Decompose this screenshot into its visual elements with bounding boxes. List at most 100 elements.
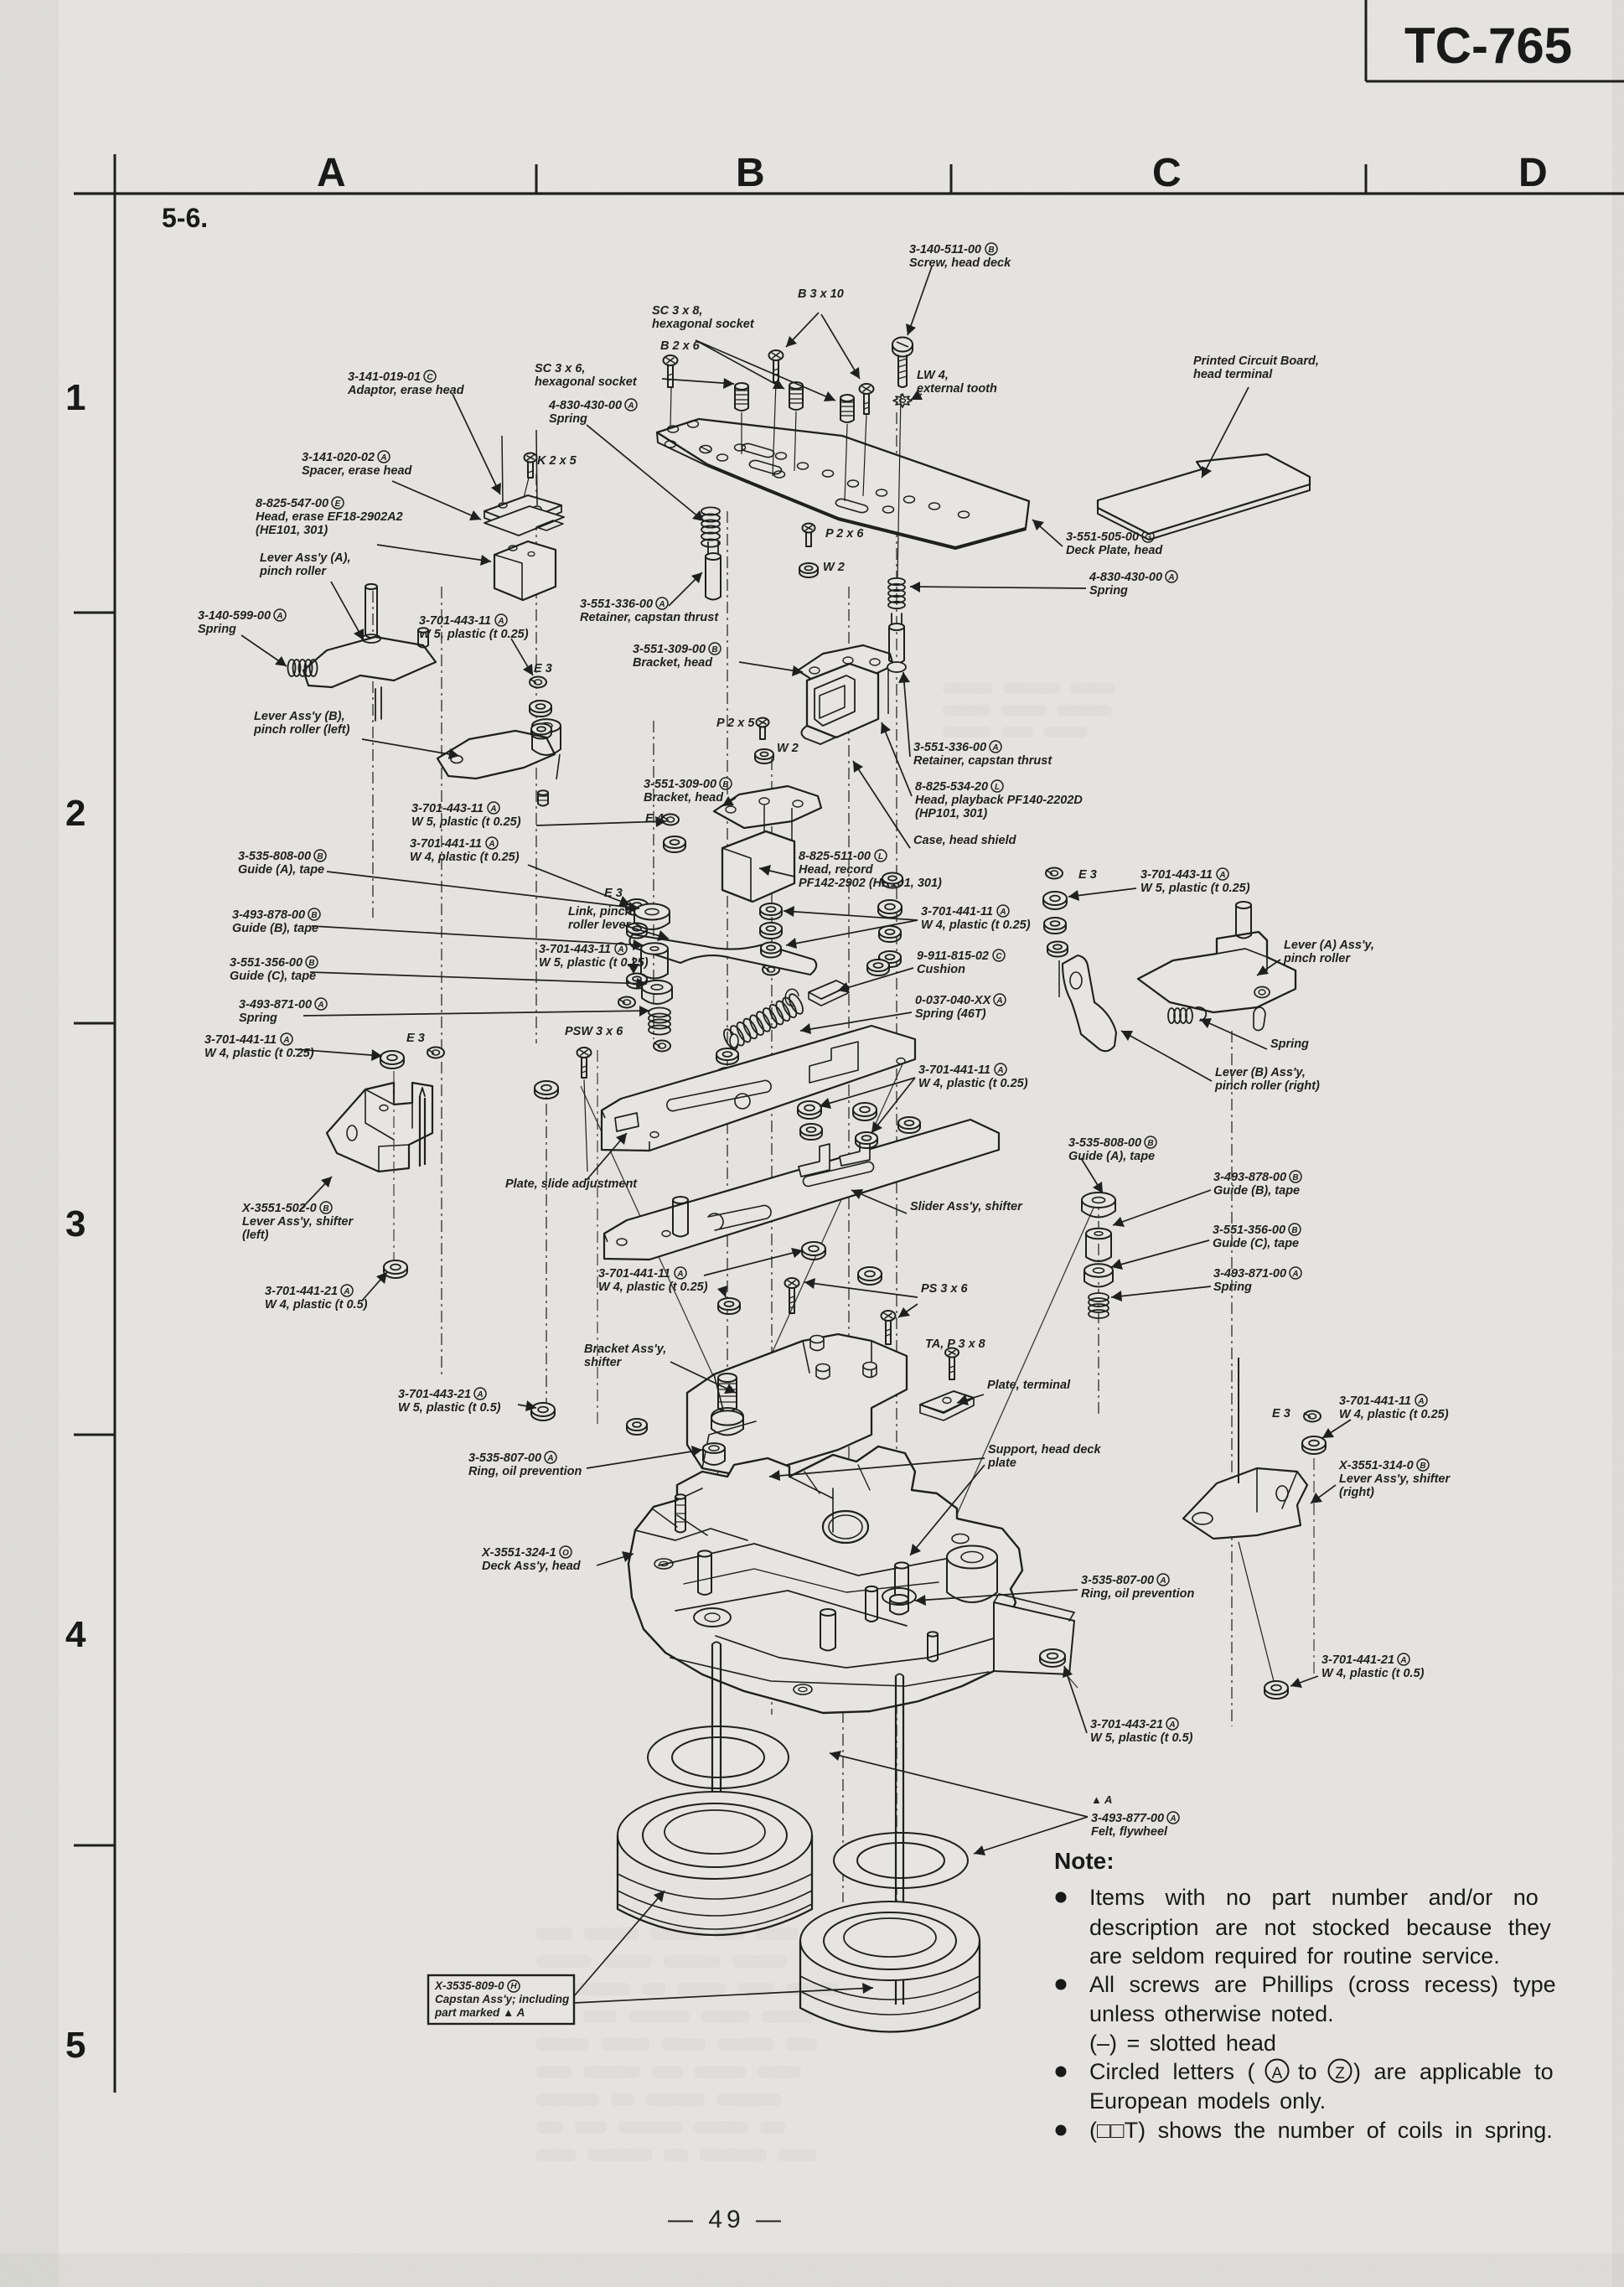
svg-text:B 2 x 6: B 2 x 6 xyxy=(660,339,701,353)
svg-text:Spring: Spring xyxy=(1270,1037,1309,1051)
svg-text:L: L xyxy=(878,852,883,862)
svg-text:E 3: E 3 xyxy=(534,662,552,675)
svg-text:Retainer, capstan thrust: Retainer, capstan thrust xyxy=(913,754,1052,768)
svg-text:3-701-441-11: 3-701-441-11 xyxy=(204,1033,277,1047)
svg-text:K 2 x 5: K 2 x 5 xyxy=(537,454,577,468)
svg-text:Head, playback PF140-2202D: Head, playback PF140-2202D xyxy=(915,794,1083,807)
svg-text:shifter: shifter xyxy=(584,1356,623,1369)
svg-text:Spring: Spring xyxy=(1213,1281,1252,1294)
svg-text:hexagonal socket: hexagonal socket xyxy=(652,318,755,331)
svg-text:3-701-441-11: 3-701-441-11 xyxy=(1339,1394,1411,1408)
svg-text:A: A xyxy=(1168,1720,1175,1730)
svg-text:8-825-534-20: 8-825-534-20 xyxy=(915,780,988,794)
svg-text:W 5, plastic (t 0.5): W 5, plastic (t 0.5) xyxy=(1090,1731,1193,1745)
svg-text:3-551-336-00: 3-551-336-00 xyxy=(913,741,986,754)
svg-text:Retainer, capstan thrust: Retainer, capstan thrust xyxy=(580,611,719,624)
svg-text:description are not stocked: description are not stocked because they xyxy=(1089,1915,1551,1940)
svg-text:A: A xyxy=(1291,1270,1298,1279)
svg-text:W 4, plastic (t 0.5): W 4, plastic (t 0.5) xyxy=(1321,1667,1425,1680)
svg-text:A: A xyxy=(1272,2065,1283,2083)
svg-text:B: B xyxy=(711,645,717,655)
svg-text:C: C xyxy=(996,952,1002,961)
svg-text:H: H xyxy=(510,1982,517,1991)
svg-text:Guide (B), tape: Guide (B), tape xyxy=(1213,1184,1300,1198)
svg-text:Head, record: Head, record xyxy=(799,863,874,877)
svg-text:X-3551-502-0: X-3551-502-0 xyxy=(241,1202,317,1215)
svg-text:Guide (C), tape: Guide (C), tape xyxy=(230,970,316,983)
svg-text:Circled letters (: Circled letters ( xyxy=(1089,2059,1255,2084)
svg-text:Deck Ass'y, head: Deck Ass'y, head xyxy=(482,1560,582,1573)
svg-text:3-551-336-00: 3-551-336-00 xyxy=(580,598,653,611)
svg-text:part marked ▲ A: part marked ▲ A xyxy=(434,2006,525,2019)
svg-text:3-701-441-11: 3-701-441-11 xyxy=(410,837,482,851)
svg-text:3-701-441-21: 3-701-441-21 xyxy=(1321,1653,1394,1667)
svg-text:Lever Ass'y, shifter: Lever Ass'y, shifter xyxy=(242,1215,354,1229)
svg-text:Lever Ass'y (B),: Lever Ass'y (B), xyxy=(254,710,344,723)
svg-text:Note:: Note: xyxy=(1054,1848,1115,1874)
svg-text:) are applicable to: ) are applicable to xyxy=(1353,2059,1554,2084)
svg-text:Printed Circuit Board,: Printed Circuit Board, xyxy=(1193,354,1319,368)
svg-text:PF142-2902 (HR101, 301): PF142-2902 (HR101, 301) xyxy=(799,877,942,890)
svg-text:3-701-441-11: 3-701-441-11 xyxy=(598,1267,670,1281)
svg-text:2: 2 xyxy=(65,793,85,834)
svg-text:W 5, plastic (t 0.25): W 5, plastic (t 0.25) xyxy=(411,815,521,829)
svg-text:3-551-356-00: 3-551-356-00 xyxy=(230,956,303,970)
svg-text:L: L xyxy=(995,783,1000,792)
svg-text:Spring: Spring xyxy=(549,412,587,426)
svg-text:E 3: E 3 xyxy=(406,1032,425,1045)
svg-text:Link, pinch: Link, pinch xyxy=(568,905,633,918)
svg-text:B: B xyxy=(736,151,765,195)
svg-text:European models only.: European models only. xyxy=(1089,2088,1326,2114)
svg-text:Bracket Ass'y,: Bracket Ass'y, xyxy=(584,1343,666,1356)
svg-text:E: E xyxy=(335,499,341,509)
svg-text:Ring, oil prevention: Ring, oil prevention xyxy=(1081,1587,1194,1601)
svg-text:unless otherwise noted.: unless otherwise noted. xyxy=(1089,2001,1334,2026)
svg-text:A: A xyxy=(1417,1397,1424,1406)
svg-text:W 5, plastic (t 0.5): W 5, plastic (t 0.5) xyxy=(398,1401,501,1415)
svg-text:3-535-808-00: 3-535-808-00 xyxy=(1068,1136,1141,1150)
svg-text:B: B xyxy=(1292,1173,1298,1182)
svg-text:(HE101, 301): (HE101, 301) xyxy=(256,524,328,537)
svg-text:9-911-815-02: 9-911-815-02 xyxy=(917,949,989,963)
svg-text:B 3 x 10: B 3 x 10 xyxy=(798,287,844,301)
svg-text:SC 3 x 8,: SC 3 x 8, xyxy=(652,304,702,318)
svg-text:Guide (A), tape: Guide (A), tape xyxy=(1068,1150,1155,1163)
svg-text:A: A xyxy=(617,945,623,955)
svg-text:Lever (B) Ass'y,: Lever (B) Ass'y, xyxy=(1215,1066,1306,1079)
svg-text:(□□T) shows the number of coil: (□□T) shows the number of coils in sprin… xyxy=(1089,2118,1553,2143)
svg-text:(right): (right) xyxy=(1339,1486,1374,1499)
svg-text:3-140-599-00: 3-140-599-00 xyxy=(198,609,271,623)
svg-text:3-493-877-00: 3-493-877-00 xyxy=(1091,1812,1164,1825)
svg-text:A: A xyxy=(1218,871,1225,880)
svg-text:3-140-511-00: 3-140-511-00 xyxy=(909,243,981,256)
svg-text:Lever (A) Ass'y,: Lever (A) Ass'y, xyxy=(1284,939,1374,952)
svg-text:W 5, plastic (t 0.25): W 5, plastic (t 0.25) xyxy=(1140,882,1250,895)
svg-text:W 2: W 2 xyxy=(823,561,845,574)
svg-text:3-701-441-11: 3-701-441-11 xyxy=(918,1063,990,1077)
svg-text:A: A xyxy=(999,908,1006,917)
svg-text:W 2: W 2 xyxy=(777,742,799,755)
svg-text:3-493-871-00: 3-493-871-00 xyxy=(239,998,312,1012)
svg-text:Deck Plate, head: Deck Plate, head xyxy=(1066,544,1163,557)
svg-text:B: B xyxy=(1291,1226,1297,1235)
svg-text:B: B xyxy=(308,959,314,968)
svg-text:(left): (left) xyxy=(242,1229,269,1242)
svg-text:P 2 x 6: P 2 x 6 xyxy=(825,527,864,541)
svg-text:pinch roller (left): pinch roller (left) xyxy=(253,723,350,737)
svg-text:Support, head deck: Support, head deck xyxy=(988,1443,1101,1457)
svg-text:A: A xyxy=(489,805,496,814)
svg-text:▲ A: ▲ A xyxy=(1091,1793,1112,1806)
svg-text:Z: Z xyxy=(1335,2065,1345,2083)
svg-text:LW 4,: LW 4, xyxy=(917,369,949,382)
svg-text:A: A xyxy=(1169,1814,1176,1824)
svg-text:Lever Ass'y, shifter: Lever Ass'y, shifter xyxy=(1339,1472,1451,1486)
svg-text:3-551-356-00: 3-551-356-00 xyxy=(1213,1224,1285,1237)
svg-text:3-141-020-02: 3-141-020-02 xyxy=(302,451,375,464)
svg-text:A: A xyxy=(676,1270,683,1279)
svg-text:A: A xyxy=(658,600,665,609)
svg-text:3-701-443-21: 3-701-443-21 xyxy=(398,1388,471,1401)
svg-text:Capstan Ass'y; including: Capstan Ass'y; including xyxy=(435,1993,570,2005)
svg-text:3-701-443-11: 3-701-443-11 xyxy=(419,614,491,628)
svg-text:E 3: E 3 xyxy=(1078,868,1097,882)
svg-text:A: A xyxy=(1399,1656,1406,1665)
